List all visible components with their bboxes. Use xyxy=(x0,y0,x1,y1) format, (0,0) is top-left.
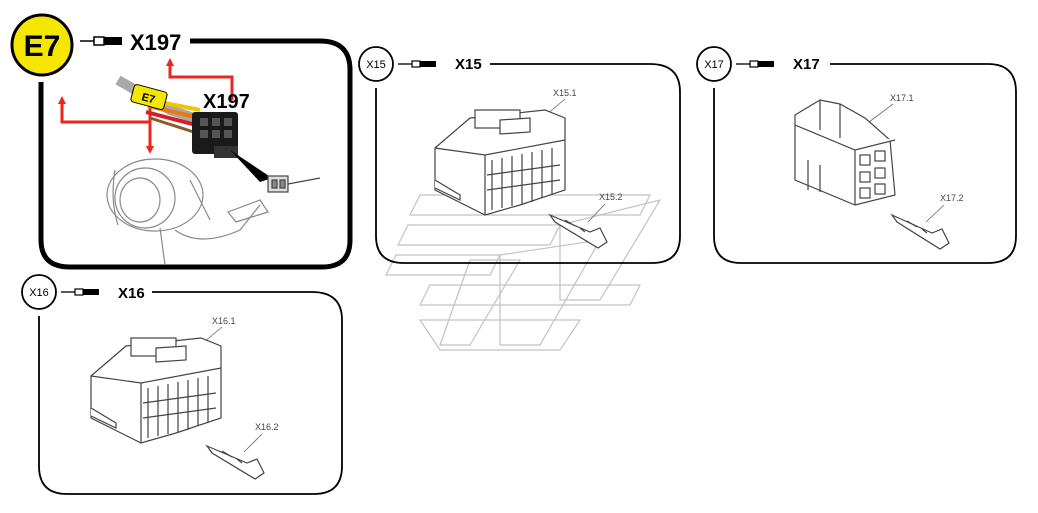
panel-x17: X17 X17 X17.1 X17.2 xyxy=(696,46,1017,264)
badge-e7: E7 xyxy=(10,13,74,77)
badge-x15-label: X15 xyxy=(366,59,386,71)
housing-x15-1 xyxy=(434,109,566,216)
panel-e7: E7 X197 E7 xyxy=(10,13,353,270)
part-label-x16-2: X16.2 xyxy=(255,422,279,432)
terminal-x15-2 xyxy=(548,213,608,249)
badge-x16-label: X16 xyxy=(29,287,49,299)
watermark-logo xyxy=(385,194,662,351)
badge-x16: X16 xyxy=(21,274,57,310)
terminal-x16-2 xyxy=(205,444,265,480)
connector-title-x17: X17 xyxy=(793,56,820,73)
plug-icon xyxy=(736,60,774,68)
badge-e7-label: E7 xyxy=(24,30,61,63)
e7-wire-tag-label: E7 xyxy=(140,91,156,106)
pointer-wedge xyxy=(230,150,272,182)
panel-x17-frame xyxy=(713,63,1017,264)
badge-x17-label: X17 xyxy=(704,59,724,71)
part-label-x15-1: X15.1 xyxy=(553,88,577,98)
badge-x15: X15 xyxy=(358,46,394,82)
housing-x16-1 xyxy=(90,337,222,444)
part-label-x17-1: X17.1 xyxy=(890,93,914,103)
panel-x16-frame xyxy=(38,291,343,495)
terminal-x17-2 xyxy=(890,213,950,250)
panel-e7-frame xyxy=(38,38,353,270)
part-label-x15-2: X15.2 xyxy=(599,192,623,202)
x197-photo-label: X197 xyxy=(203,91,250,113)
badge-x17: X17 xyxy=(696,46,732,82)
part-label-x17-2: X17.2 xyxy=(940,193,964,203)
e7-wire-tag: E7 xyxy=(130,84,168,110)
connector-title-x16: X16 xyxy=(118,285,145,302)
panel-x16: X16 X16 X16.1 X16.2 xyxy=(21,274,343,495)
panel-x15-frame xyxy=(375,63,681,264)
plug-icon xyxy=(80,36,122,46)
lamp-unit-drawing xyxy=(106,158,269,266)
panel-x15: X15 X15 X15.1 X15.2 xyxy=(358,46,681,264)
part-label-x16-1: X16.1 xyxy=(212,316,236,326)
plug-icon xyxy=(398,60,436,68)
x197-connector-photo xyxy=(192,112,238,158)
housing-x17-1 xyxy=(794,99,896,206)
small-plug xyxy=(267,175,321,193)
connector-title-x197: X197 xyxy=(130,30,181,55)
plug-icon xyxy=(61,288,99,296)
connector-title-x15: X15 xyxy=(455,56,482,73)
